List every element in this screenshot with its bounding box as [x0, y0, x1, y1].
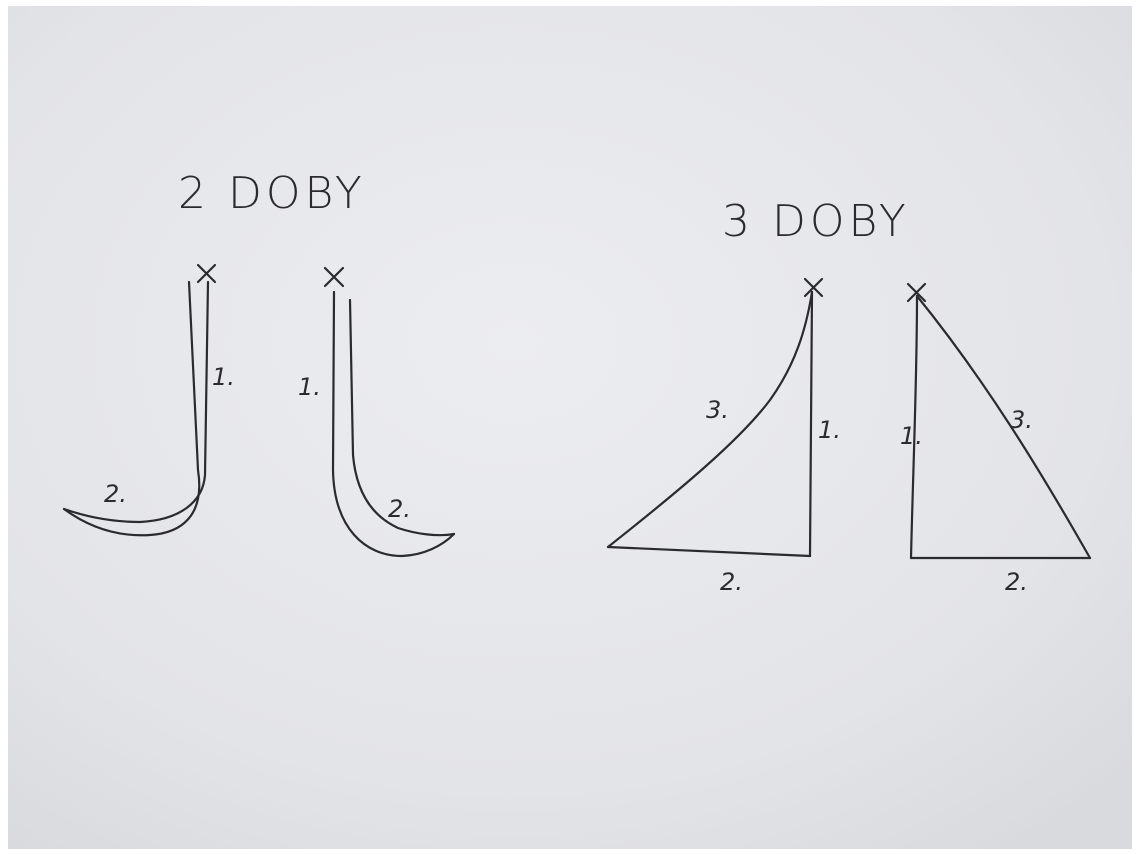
two-beats-left-label-2: 2.	[104, 480, 127, 508]
two-beats-title: 2 DOBY	[178, 168, 366, 219]
three-beats-left-label-2: 2.	[720, 568, 743, 596]
two-beats-right-label-2: 2.	[388, 495, 411, 523]
three-beats-right-label-2: 2.	[1005, 568, 1028, 596]
three-beats-title: 3 DOBY	[722, 196, 910, 247]
three-beats-right-label-1: 1.	[900, 422, 923, 450]
three-beats-left-label-1: 1.	[818, 416, 841, 444]
paper-surface	[8, 6, 1132, 849]
two-beats-left-label-1: 1.	[212, 363, 235, 391]
three-beats-right-label-3: 3.	[1010, 406, 1033, 434]
two-beats-right-label-1: 1.	[298, 373, 321, 401]
three-beats-left-label-3: 3.	[706, 396, 729, 424]
